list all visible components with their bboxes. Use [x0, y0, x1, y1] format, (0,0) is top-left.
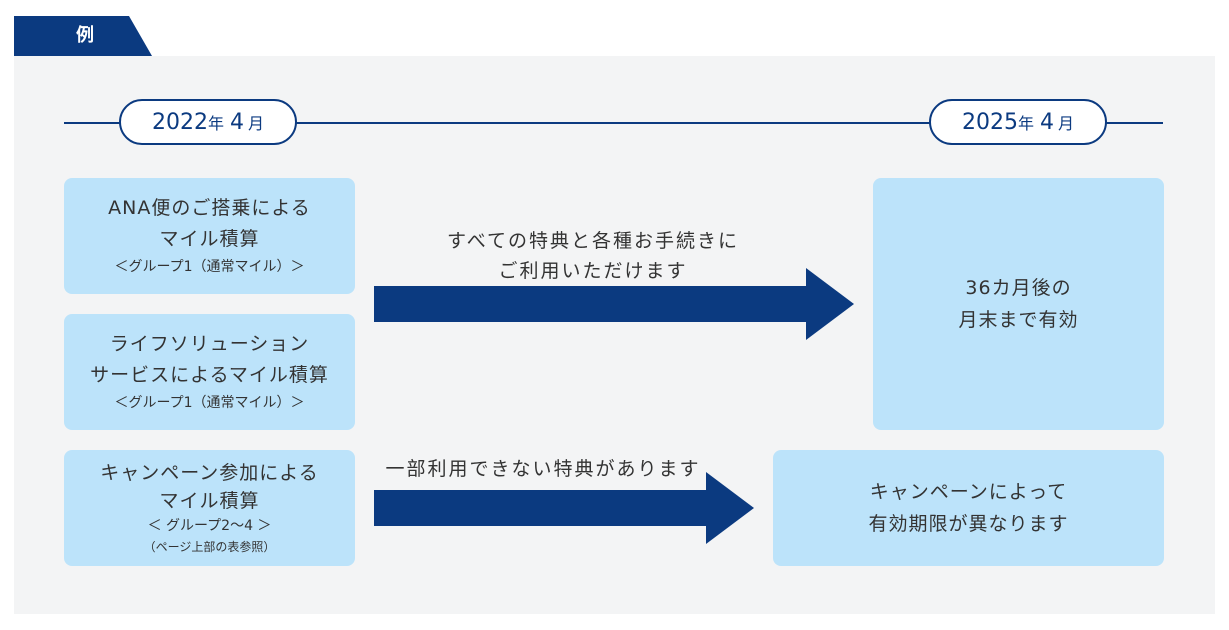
example-tab: 例	[14, 16, 152, 56]
arrow-label-line: すべての特典と各種お手続きに	[447, 230, 739, 252]
start-month-suffix: 月	[248, 114, 265, 133]
box-group-label: ＜グループ1（通常マイル）＞	[114, 259, 305, 275]
arrow-shaft	[374, 286, 808, 322]
arrow-label-line: ご利用いただけます	[498, 260, 688, 282]
timeline-line	[64, 122, 1163, 124]
arrow-head	[806, 268, 854, 340]
box-group-label: ＜ グループ2～4 ＞	[147, 518, 272, 534]
box-line: サービスによるマイル積算	[90, 364, 329, 386]
box-line: キャンペーンによって	[869, 481, 1068, 503]
box-line: ライフソリューション	[109, 333, 310, 355]
campaign-validity-box: キャンペーンによって 有効期限が異なります	[773, 450, 1164, 566]
arrow-label-line: 一部利用できない特典があります	[385, 458, 701, 480]
box-line: 36カ月後の	[965, 277, 1072, 299]
arrow-some-benefits	[374, 472, 754, 544]
end-month-suffix: 月	[1058, 114, 1075, 133]
end-year-suffix: 年	[1017, 114, 1034, 133]
arrow-head	[706, 472, 754, 544]
box-line: ANA便のご搭乗による	[108, 197, 311, 219]
arrow-all-benefits	[374, 268, 854, 340]
validity-36-months-box: 36カ月後の 月末まで有効	[873, 178, 1164, 430]
start-month: 4	[230, 109, 244, 135]
arrow-shaft	[374, 490, 708, 526]
box-line: マイル積算	[159, 490, 260, 512]
box-line: マイル積算	[159, 228, 260, 250]
ana-flight-miles-box: ANA便のご搭乗による マイル積算 ＜グループ1（通常マイル）＞	[64, 178, 355, 294]
campaign-miles-box: キャンペーン参加による マイル積算 ＜ グループ2～4 ＞ （ページ上部の表参照…	[64, 450, 355, 566]
end-month: 4	[1040, 109, 1054, 135]
box-line: 有効期限が異なります	[868, 513, 1069, 535]
box-line: 月末まで有効	[958, 309, 1079, 331]
arrow-label-all-benefits: すべての特典と各種お手続きに ご利用いただけます	[373, 226, 813, 286]
life-solution-miles-box: ライフソリューション サービスによるマイル積算 ＜グループ1（通常マイル）＞	[64, 314, 355, 430]
box-group-label: ＜グループ1（通常マイル）＞	[114, 395, 305, 411]
box-note: （ページ上部の表参照）	[143, 540, 276, 554]
end-year: 2025	[961, 109, 1018, 135]
start-year-suffix: 年	[207, 114, 224, 133]
start-year: 2022	[151, 109, 208, 135]
example-tab-label: 例	[76, 25, 94, 46]
arrow-label-some-benefits: 一部利用できない特典があります	[373, 454, 713, 484]
box-line: キャンペーン参加による	[100, 462, 319, 484]
